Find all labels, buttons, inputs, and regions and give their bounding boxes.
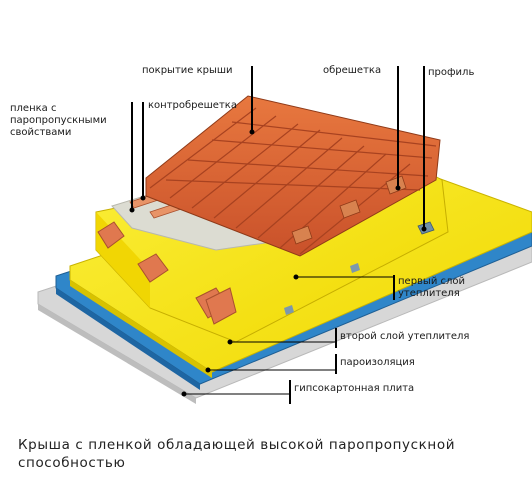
label-insulation-second: второй слой утеплителя — [340, 331, 470, 342]
leader-lines — [129, 66, 427, 404]
rafters — [97, 221, 237, 325]
label-vapor-barrier: пароизоляция — [340, 357, 415, 368]
label-insulation-first: первый слой утеплителя — [398, 276, 466, 299]
drywall-edge — [38, 304, 196, 404]
label-battens: обрешетка — [323, 65, 382, 76]
profile-clip-2 — [284, 305, 294, 315]
label-membrane: пленка с паропропускными свойствами — [10, 103, 107, 138]
label-drywall: гипсокартонная плита — [294, 383, 415, 394]
label-profile: профиль — [428, 67, 475, 78]
insulation-second-edge — [70, 280, 212, 378]
profile-clip-1 — [350, 263, 360, 273]
label-counter-battens: контробрешетка — [148, 100, 237, 111]
vapor-barrier-edge — [56, 288, 200, 390]
diagram-caption: Крыша с пленкой обладающей высокой пароп… — [18, 437, 456, 471]
label-roof-covering: покрытие крыши — [142, 65, 233, 76]
battens — [291, 175, 407, 245]
